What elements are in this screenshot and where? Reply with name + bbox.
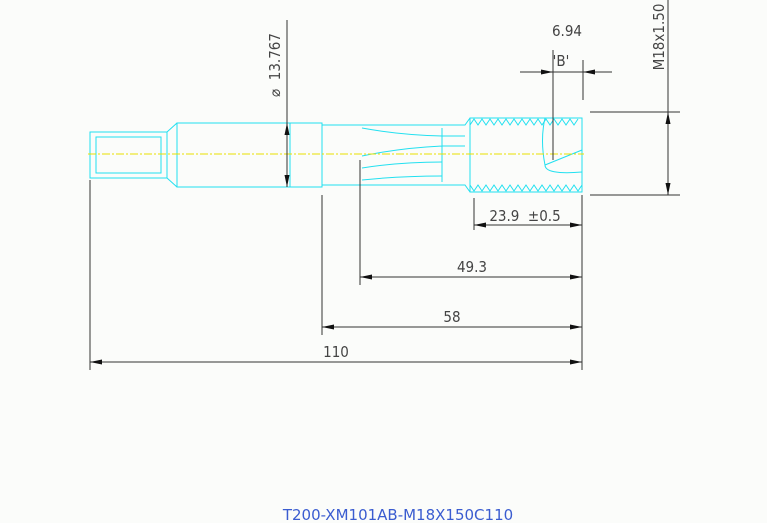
dim-shank-diameter: ⌀ 13.767	[266, 33, 284, 97]
thread-body	[469, 117, 583, 193]
tap-outline	[89, 117, 583, 193]
chamfer-label: 'B'	[553, 52, 570, 70]
dim-overall-length: 110	[323, 343, 349, 361]
dim-58: 58	[443, 308, 460, 326]
dim-49-3: 49.3	[457, 258, 487, 276]
square-drive	[89, 131, 168, 179]
dimension-lines	[89, 0, 680, 370]
shank	[176, 122, 323, 188]
dim-chamfer: 6.94	[552, 22, 582, 40]
dim-thread-length: 23.9 ±0.5	[489, 207, 560, 225]
dim-thread-spec: M18x1.50	[650, 4, 668, 71]
part-number: T200-XM101AB-M18X150C110	[282, 506, 513, 523]
